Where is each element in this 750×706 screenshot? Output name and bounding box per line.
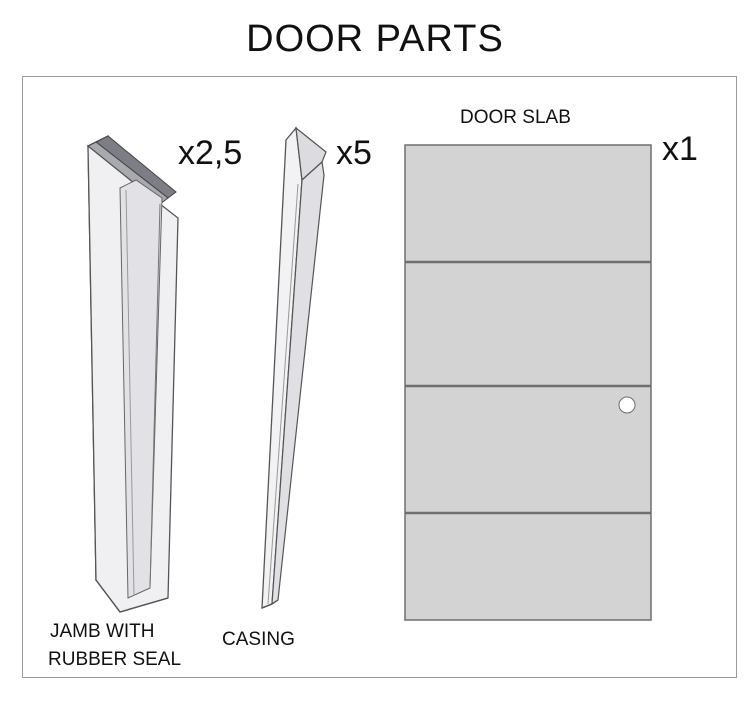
jamb-stop xyxy=(119,179,163,599)
jamb-label-line2: RUBBER SEAL xyxy=(48,649,182,670)
casing-part xyxy=(261,126,327,609)
slab-quantity: x1 xyxy=(662,130,698,168)
jamb-quantity: x2,5 xyxy=(178,134,243,172)
casing-side xyxy=(271,160,325,606)
jamb-label-line1: JAMB WITH xyxy=(50,621,155,642)
page-title: DOOR PARTS xyxy=(246,18,504,60)
casing-quantity: x5 xyxy=(336,134,372,172)
slab-body xyxy=(404,144,652,621)
parts-frame xyxy=(22,76,737,678)
door-slab xyxy=(404,144,652,621)
handle-hole xyxy=(618,396,636,414)
slab-label: DOOR SLAB xyxy=(460,107,571,128)
casing-label: CASING xyxy=(222,629,295,650)
jamb-part xyxy=(87,134,179,613)
